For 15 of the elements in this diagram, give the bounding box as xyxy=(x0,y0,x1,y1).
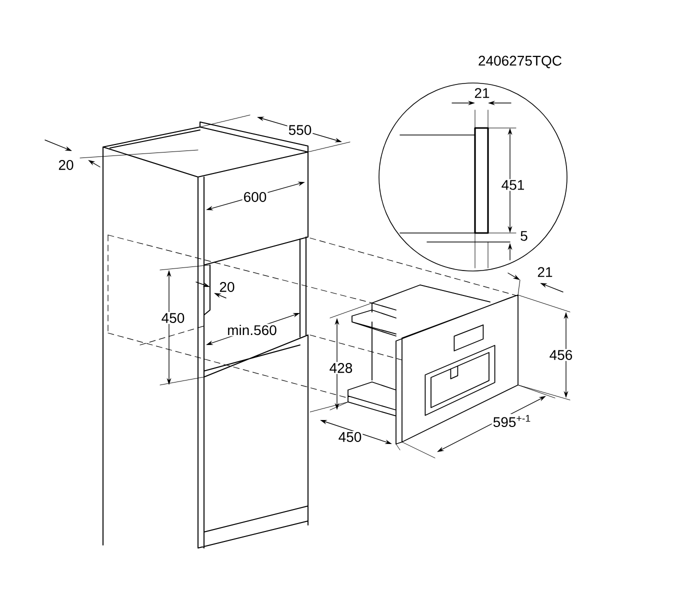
dimension-label: 450 xyxy=(160,312,186,324)
dimension-label: 450 xyxy=(337,431,363,443)
dimension-label: 5 xyxy=(519,230,529,242)
dimension-label: 20 xyxy=(57,159,75,171)
dimension-label: 595$^{+-1}$ xyxy=(492,414,532,428)
dimension-label: 428 xyxy=(328,362,354,374)
dimension-label: min.560 xyxy=(226,324,278,336)
dimension-label: 451 xyxy=(500,179,526,191)
dimension-label: 456 xyxy=(548,349,574,361)
drawing-number: 2406275TQC xyxy=(476,54,564,70)
dimension-label: 20 xyxy=(218,281,236,293)
dimension-label: 550 xyxy=(287,124,313,136)
dimension-label: 600 xyxy=(242,191,268,203)
dimension-label: 21 xyxy=(473,87,491,99)
dimension-label: 21 xyxy=(536,266,554,278)
